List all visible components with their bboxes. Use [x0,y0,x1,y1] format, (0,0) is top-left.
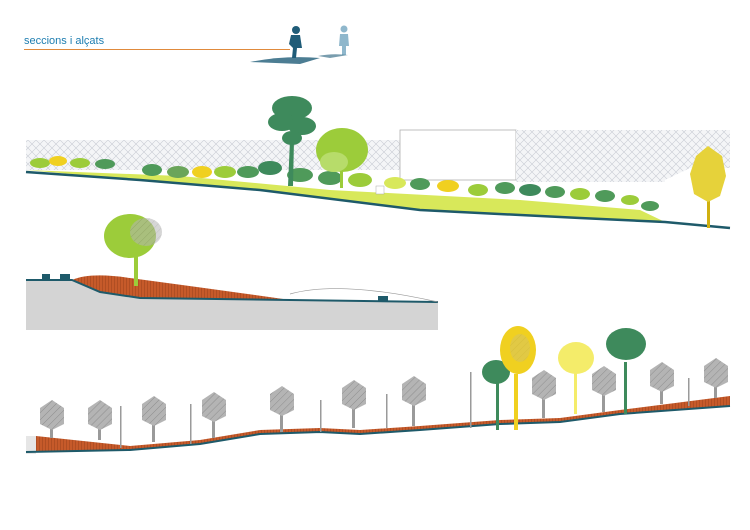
cross-section [26,214,439,330]
tree-pale-yellow-long [558,342,594,414]
elevation-section [25,96,731,230]
section-line [26,279,439,303]
tree-section [104,214,162,286]
human-figures-icon [250,25,349,64]
tree-dark-green [268,96,316,186]
timber-wall [72,275,290,300]
tree-dark-green-long [482,360,510,430]
tree-lime [316,128,368,188]
timber-wall-long [36,396,730,452]
shrub-row [30,156,659,211]
tree-yellow-long [500,326,536,430]
title-underline [24,49,290,50]
grey-tree-row [40,358,728,442]
page-title: seccions i alçats [24,35,105,47]
terrain-line [25,170,731,230]
ground-fill [26,280,438,330]
light-posts [120,372,690,448]
terrain-line-long [25,405,731,453]
longitudinal-section [25,326,731,454]
tree-yellow [690,146,726,228]
building-block [399,129,517,181]
tree-green-long [606,328,646,414]
